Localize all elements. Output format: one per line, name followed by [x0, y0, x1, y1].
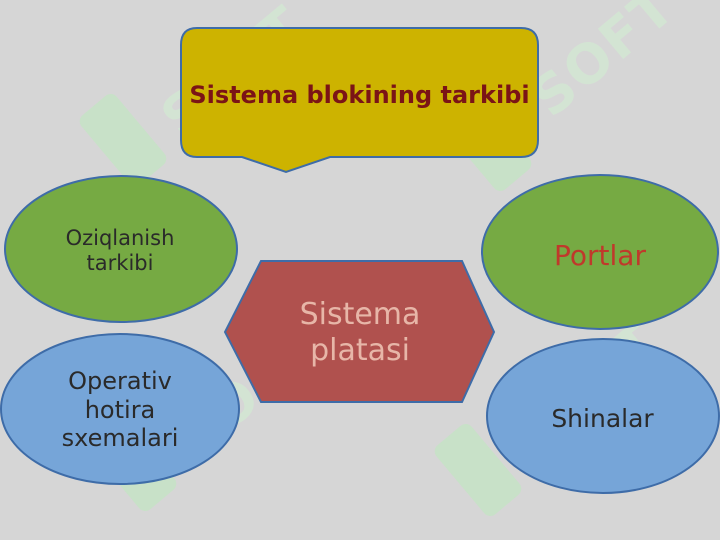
node-top-right-label: Portlar — [554, 239, 646, 273]
center-hexagon-shape — [223, 260, 496, 403]
node-top-right-shape — [481, 174, 719, 330]
node-bottom-left-label: Operativ hotira sxemalari — [61, 366, 179, 453]
center-node-label: Sistema platasi — [299, 296, 421, 368]
title-callout-shape — [180, 27, 539, 174]
node-top-left-shape — [4, 175, 238, 323]
node-top-left-label: Oziqlanish tarkibi — [65, 225, 175, 275]
node-bottom-right-shape — [486, 338, 720, 494]
node-bottom-right-label: Shinalar — [551, 404, 654, 433]
node-bottom-left-shape — [0, 333, 240, 485]
diagram-title: Sistema blokining tarkibi — [189, 80, 530, 109]
